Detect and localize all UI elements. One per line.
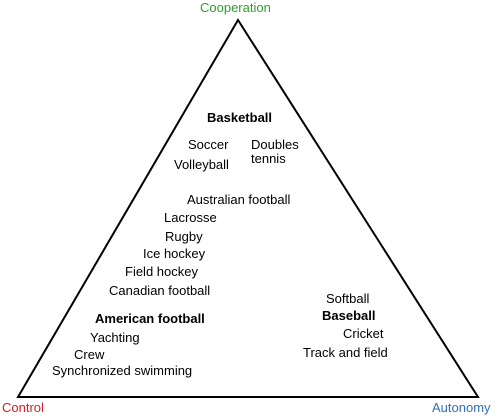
sport-doubles-tennis-line1: Doubles — [251, 137, 299, 152]
sport-softball: Softball — [326, 291, 370, 306]
sport-doubles-tennis-line2: tennis — [251, 151, 286, 166]
sport-track-and-field: Track and field — [303, 345, 388, 360]
sport-canadian-football: Canadian football — [109, 283, 211, 298]
sport-lacrosse: Lacrosse — [164, 210, 217, 225]
sport-soccer: Soccer — [188, 137, 229, 152]
sport-cricket: Cricket — [343, 326, 384, 341]
sport-australian-football: Australian football — [187, 192, 291, 207]
sport-rugby: Rugby — [165, 229, 203, 244]
sport-synchronized-swimming: Synchronized swimming — [52, 363, 193, 378]
sport-baseball: Baseball — [322, 308, 376, 323]
sport-american-football: American football — [95, 311, 205, 326]
sport-yachting: Yachting — [90, 330, 140, 345]
sport-crew: Crew — [74, 347, 105, 362]
corner-label-autonomy: Autonomy — [432, 400, 491, 415]
corner-label-control: Control — [2, 400, 44, 415]
corner-label-cooperation: Cooperation — [200, 0, 271, 15]
sport-field-hockey: Field hockey — [125, 264, 198, 279]
sport-basketball: Basketball — [207, 110, 273, 125]
sport-volleyball: Volleyball — [174, 157, 229, 172]
triangle-outline — [16, 18, 480, 398]
sport-ice-hockey: Ice hockey — [143, 246, 206, 261]
